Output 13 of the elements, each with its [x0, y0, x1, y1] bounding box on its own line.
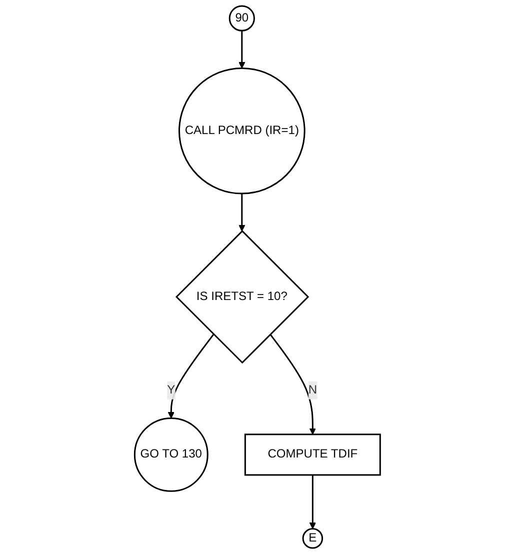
arrow: [238, 194, 245, 232]
arrow: [238, 30, 245, 68]
arrow: [167, 334, 214, 418]
arrow: [308, 474, 316, 529]
node-circle: 90: [228, 5, 255, 32]
edge-label: Y: [166, 384, 175, 396]
arrow: [269, 334, 316, 435]
node-circle: CALL PCMRD (IR=1): [178, 67, 305, 194]
node-circle: E: [302, 528, 323, 549]
edge-label: N: [308, 384, 317, 396]
node-circle: GO TO 130: [134, 417, 208, 492]
node-box: COMPUTE TDIF: [244, 434, 380, 476]
node-diamond: IS IRETST = 10?: [175, 230, 309, 364]
